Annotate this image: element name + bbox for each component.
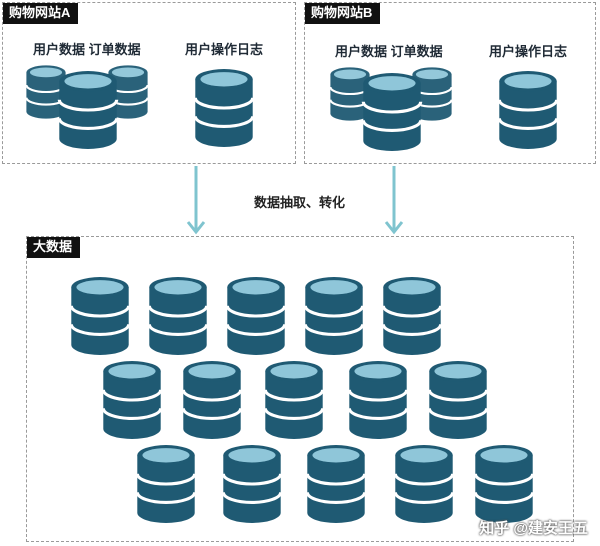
- bigdata-database-icon: [347, 359, 409, 441]
- arrow-down-icon: [186, 166, 206, 235]
- site-b-tag: 购物网站B: [305, 3, 381, 24]
- bigdata-database-icon: [221, 443, 283, 525]
- site-a-tag: 购物网站A: [3, 3, 79, 24]
- site-b-database-icon: [361, 71, 423, 153]
- bigdata-database-icon: [101, 359, 163, 441]
- site-b-log-database-icon: [497, 69, 559, 151]
- bigdata-database-icon: [147, 275, 209, 357]
- bigdata-database-icon: [473, 443, 535, 525]
- bigdata-panel: 大数据: [26, 236, 574, 542]
- flow-label: 数据抽取、转化: [254, 195, 346, 210]
- bigdata-database-icon: [225, 275, 287, 357]
- site-b-user-order-label: 用户数据 订单数据: [335, 44, 443, 59]
- bigdata-database-icon: [393, 443, 455, 525]
- site-b-log-label: 用户操作日志: [489, 44, 568, 59]
- bigdata-database-icon: [135, 443, 197, 525]
- site-a-user-order-label: 用户数据 订单数据: [33, 42, 141, 57]
- bigdata-database-icon: [69, 275, 131, 357]
- bigdata-tag: 大数据: [27, 237, 81, 258]
- site-a-log-database-icon: [193, 67, 255, 149]
- site-a-database-icon: [57, 69, 119, 151]
- bigdata-database-icon: [263, 359, 325, 441]
- watermark: 知乎 @建安王五: [479, 520, 588, 537]
- arrow-down-icon: [384, 166, 404, 235]
- bigdata-database-icon: [181, 359, 243, 441]
- bigdata-database-icon: [381, 275, 443, 357]
- site-a-panel: 购物网站A 用户数据 订单数据 用户操作日志: [2, 2, 296, 164]
- site-b-panel: 购物网站B 用户数据 订单数据 用户操作日志: [304, 2, 596, 164]
- bigdata-database-icon: [305, 443, 367, 525]
- bigdata-database-icon: [427, 359, 489, 441]
- bigdata-database-icon: [303, 275, 365, 357]
- site-a-log-label: 用户操作日志: [185, 42, 264, 57]
